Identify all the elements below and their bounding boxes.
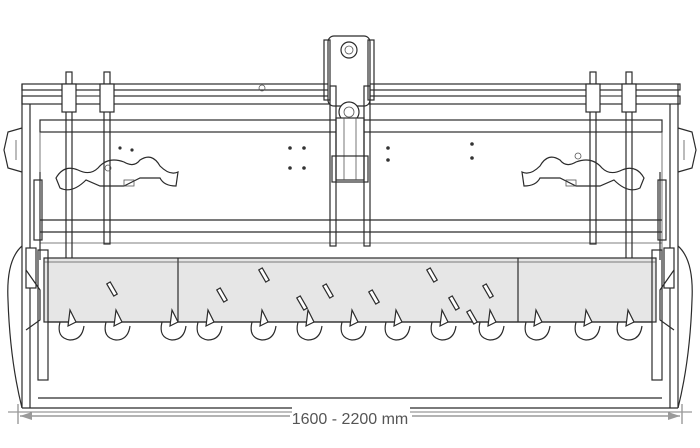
auger-paddle <box>583 307 593 328</box>
auger-paddle <box>113 307 123 328</box>
left-hinge <box>25 179 43 331</box>
auger-flight <box>196 321 223 341</box>
left-bracket <box>39 156 179 260</box>
right-hinge <box>657 179 675 331</box>
auger-flight <box>340 321 367 341</box>
right-arms <box>585 71 637 285</box>
auger-flight <box>430 321 457 341</box>
auger-paddle <box>625 307 635 328</box>
trough-slot <box>367 289 381 305</box>
auger-flight <box>160 321 187 341</box>
auger-flight <box>384 321 411 341</box>
left-side-cover <box>3 127 23 409</box>
auger-trough <box>37 249 663 381</box>
auger-paddle <box>169 307 179 328</box>
auger-paddle <box>393 307 403 328</box>
auger-paddle <box>67 307 77 328</box>
trough-slot <box>295 295 309 311</box>
auger-paddle <box>487 307 497 328</box>
trough-slot <box>465 309 479 325</box>
auger-flight <box>524 321 551 341</box>
auger-paddle <box>205 307 215 328</box>
dimension-label: 1600 - 2200 mm <box>292 411 409 428</box>
auger-flight <box>574 321 601 341</box>
trough-slot <box>105 281 119 297</box>
trough-slot <box>481 283 495 299</box>
right-side-cover <box>677 127 697 409</box>
trough-slot <box>447 295 461 311</box>
auger-paddle <box>349 307 359 328</box>
trough-slot <box>321 283 335 299</box>
auger-paddle <box>533 307 543 328</box>
auger-paddle <box>439 307 449 328</box>
auger-flight <box>296 321 323 341</box>
auger-blades <box>48 267 652 341</box>
top-hitch <box>258 35 375 247</box>
trough-slot <box>257 267 271 283</box>
auger-flight <box>58 321 85 341</box>
panel-bolts <box>118 142 474 170</box>
auger-flight <box>478 321 505 341</box>
auger-flight <box>104 321 131 341</box>
auger-flight <box>250 321 277 341</box>
left-arms <box>61 71 115 285</box>
auger-paddle <box>259 307 269 328</box>
trough-slot <box>215 287 229 303</box>
right-bracket <box>521 152 661 260</box>
width-dimension: 1600 - 2200 mm <box>17 404 683 428</box>
auger-flight <box>616 321 643 341</box>
trough-slot <box>425 267 439 283</box>
auger-paddle <box>305 307 315 328</box>
